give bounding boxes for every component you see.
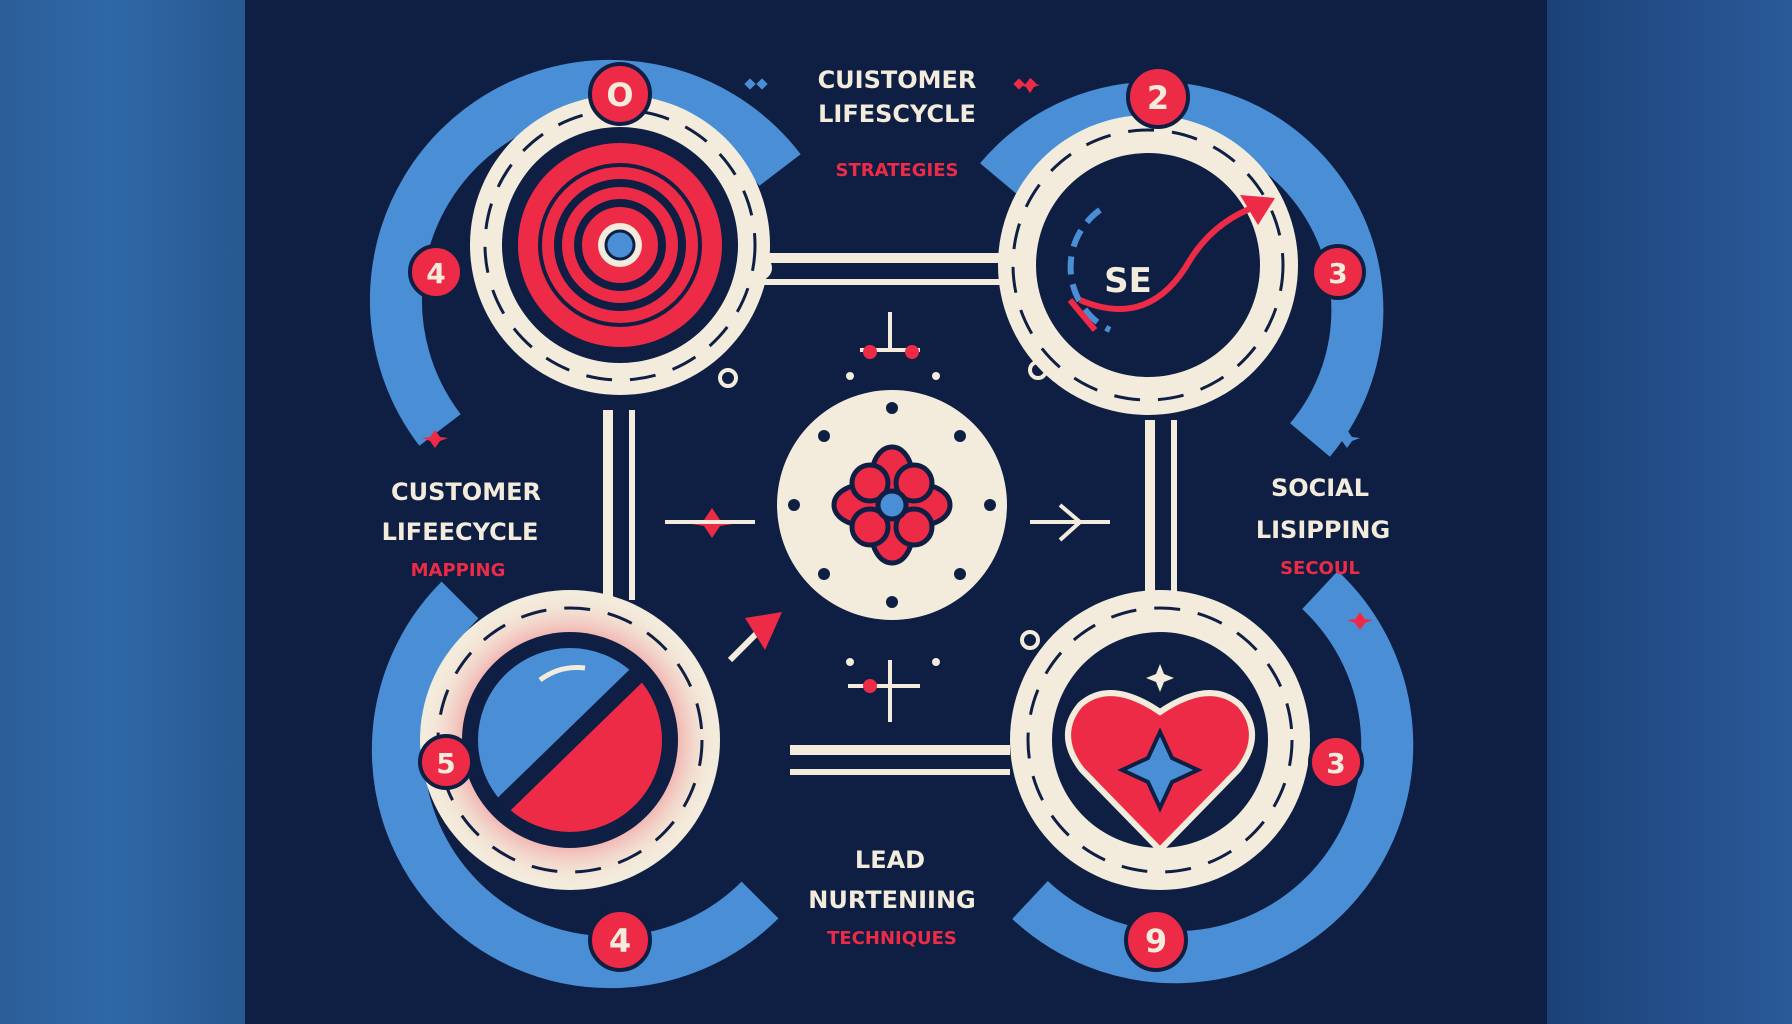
label-left-sub: MAPPING	[411, 560, 506, 581]
label-bottom-line1: LEAD	[855, 846, 925, 874]
label-right-line1: SOCIAL	[1271, 474, 1369, 502]
small-arrow-icon	[727, 612, 782, 663]
svg-text:3: 3	[1326, 747, 1345, 780]
social-circle: SE	[998, 115, 1298, 415]
center-circle	[777, 390, 1007, 620]
blue-ring-bottom-left	[371, 581, 779, 989]
badge-bottom-left: 4	[588, 908, 652, 972]
badge-top-right: 2	[1126, 65, 1190, 129]
svg-text:O: O	[606, 76, 633, 114]
label-bottom: LEAD NURTENIING TECHNIQUES	[808, 846, 975, 949]
right-background-band	[1547, 0, 1792, 1024]
badge-top-left: O	[588, 62, 652, 126]
label-left: CUSTOMER LIFEECYCLE MAPPING	[382, 478, 541, 581]
blue-ring-top-right	[980, 81, 1384, 457]
label-left-line1: CUSTOMER	[391, 478, 541, 506]
arrow-icon	[1067, 195, 1275, 332]
flower-icon	[831, 444, 953, 566]
label-top-line1: CUISTOMER	[818, 66, 977, 94]
blocked-icon	[470, 640, 670, 840]
blue-ring-bottom-right	[1012, 571, 1414, 984]
label-right-line2: LISIPPING	[1256, 516, 1390, 544]
label-right-sub: SECOUL	[1280, 558, 1360, 579]
nurture-circle	[420, 590, 720, 890]
left-background-band	[0, 0, 245, 1024]
connector-rails	[603, 253, 1177, 775]
label-top: CUISTOMER LIFESCYCLE STRATEGIES	[818, 66, 977, 181]
label-top-sub: STRATEGIES	[836, 160, 959, 181]
target-circle	[470, 95, 770, 395]
svg-text:5: 5	[436, 747, 455, 780]
label-bottom-line2: NURTENIING	[808, 886, 975, 914]
blue-ring-top-left	[370, 60, 801, 446]
badge-right-lower: 3	[1308, 734, 1364, 790]
svg-text:3: 3	[1328, 257, 1347, 290]
label-right: SOCIAL LISIPPING SECOUL	[1256, 474, 1390, 579]
label-top-line2: LIFESCYCLE	[818, 100, 976, 128]
svg-text:4: 4	[426, 257, 445, 290]
svg-text:4: 4	[609, 922, 631, 960]
svg-text:2: 2	[1147, 79, 1169, 117]
badge-left-lower: 5	[418, 734, 474, 790]
label-bottom-sub: TECHNIQUES	[827, 928, 957, 949]
heart-icon	[1065, 664, 1255, 855]
badge-right-upper: 3	[1310, 244, 1366, 300]
loyalty-circle	[1010, 590, 1310, 890]
svg-text:9: 9	[1145, 922, 1167, 960]
label-left-line2: LIFEECYCLE	[382, 518, 539, 546]
social-circle-text: SE	[1104, 261, 1152, 301]
badge-left-upper: 4	[408, 244, 464, 300]
badge-bottom-right: 9	[1124, 908, 1188, 972]
target-icon	[538, 163, 702, 327]
